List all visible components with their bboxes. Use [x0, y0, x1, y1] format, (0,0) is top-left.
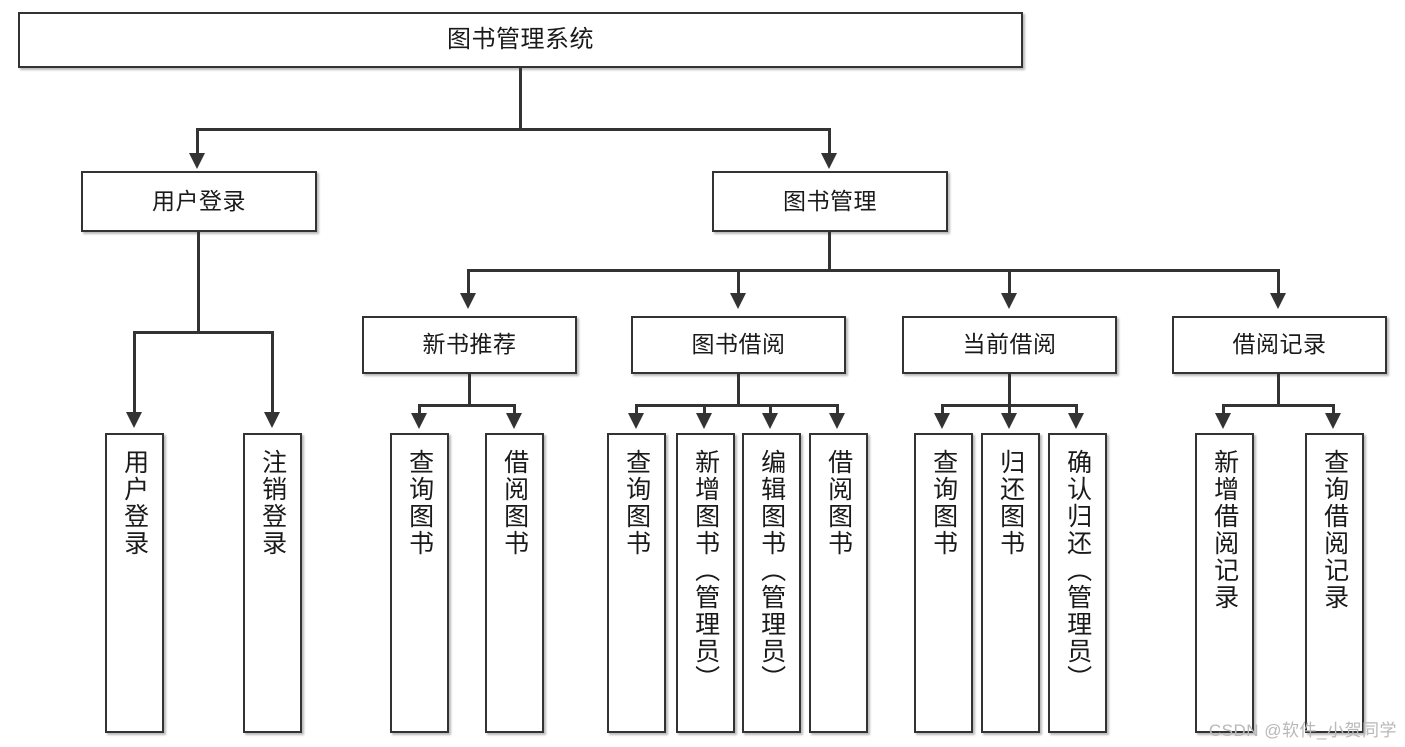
connector-to-book-borrow — [737, 269, 740, 296]
connector-book-borrow-child-2 — [769, 404, 772, 416]
node-label: 当前借阅 — [962, 331, 1057, 358]
arrow-book-borrow-child-2 — [762, 413, 778, 429]
leaf-user-login[interactable]: 用户登录 — [105, 433, 164, 733]
arrow-current-borrow-child-2 — [1068, 413, 1084, 429]
node-current-borrow[interactable]: 当前借阅 — [902, 316, 1117, 374]
arrow-borrow-record-child-1 — [1325, 413, 1341, 429]
arrow-to-book-management — [821, 153, 837, 169]
connector-to-book-management — [828, 128, 831, 156]
leaf-record-add-record[interactable]: 新增借阅记录 — [1195, 433, 1254, 733]
arrow-new-book-recommend-child-1 — [506, 413, 522, 429]
node-label: 查询图书 — [929, 449, 958, 557]
node-label: 新增图书（管理员） — [691, 449, 720, 692]
connector-new-book-recommend-child-0 — [418, 404, 421, 416]
arrow-to-new-book-recommend — [460, 293, 476, 309]
leaf-borrow-borrow-book[interactable]: 借阅图书 — [809, 433, 868, 733]
node-book-management[interactable]: 图书管理 — [712, 171, 948, 232]
arrow-user-login-child-1 — [264, 412, 280, 428]
node-book-borrow[interactable]: 图书借阅 — [631, 316, 846, 374]
node-root-book-management-system[interactable]: 图书管理系统 — [18, 12, 1023, 68]
node-label: 确认归还（管理员） — [1063, 449, 1092, 692]
connector-to-current-borrow — [1008, 269, 1011, 296]
connector-current-borrow-child-0 — [941, 404, 944, 416]
connector-user-login-child-0 — [133, 331, 136, 415]
node-label: 图书管理 — [783, 187, 877, 214]
leaf-recommend-borrow-book[interactable]: 借阅图书 — [485, 433, 544, 733]
node-user-login[interactable]: 用户登录 — [81, 171, 317, 232]
connector-to-new-book-recommend — [467, 269, 470, 296]
connector-borrow-record-child-1 — [1332, 404, 1335, 416]
node-label: 用户登录 — [120, 449, 149, 557]
node-label: 借阅记录 — [1232, 331, 1327, 358]
arrow-to-book-borrow — [730, 293, 746, 309]
node-label: 查询图书 — [622, 449, 651, 557]
leaf-borrow-query-book[interactable]: 查询图书 — [607, 433, 666, 733]
leaf-record-query-record[interactable]: 查询借阅记录 — [1305, 433, 1364, 733]
arrow-to-user-login — [189, 153, 205, 169]
leaf-current-return-book[interactable]: 归还图书 — [981, 433, 1040, 733]
arrow-to-current-borrow — [1001, 293, 1017, 309]
arrow-new-book-recommend-child-0 — [411, 413, 427, 429]
connector-book-borrow-child-3 — [836, 404, 839, 416]
node-label: 用户登录 — [152, 187, 246, 214]
node-label: 查询图书 — [405, 449, 434, 557]
arrow-book-borrow-child-3 — [829, 413, 845, 429]
node-label: 图书借阅 — [691, 331, 786, 358]
arrow-book-borrow-child-0 — [628, 413, 644, 429]
node-label: 借阅图书 — [824, 449, 853, 557]
connector-user-login-child-1 — [271, 331, 274, 415]
node-label: 图书管理系统 — [447, 25, 594, 53]
connector-to-user-login — [196, 128, 199, 156]
arrow-user-login-child-0 — [126, 412, 142, 428]
leaf-logout[interactable]: 注销登录 — [243, 433, 302, 733]
connector-to-borrow-record — [1277, 269, 1280, 296]
connector-level3-bus — [467, 269, 1279, 272]
node-label: 查询借阅记录 — [1320, 449, 1349, 611]
node-label: 编辑图书（管理员） — [757, 449, 786, 692]
leaf-current-confirm-return-admin[interactable]: 确认归还（管理员） — [1048, 433, 1107, 733]
arrow-borrow-record-child-0 — [1215, 413, 1231, 429]
connector-book-management-stem — [828, 232, 831, 272]
leaf-recommend-query-book[interactable]: 查询图书 — [390, 433, 449, 733]
connector-current-borrow-child-1 — [1008, 404, 1011, 416]
connector-new-book-recommend-stem — [468, 374, 471, 406]
connector-user-login-stem — [197, 232, 200, 334]
leaf-current-query-book[interactable]: 查询图书 — [914, 433, 973, 733]
arrow-to-borrow-record — [1270, 293, 1286, 309]
connector-book-borrow-stem — [737, 374, 740, 406]
arrow-current-borrow-child-1 — [1001, 413, 1017, 429]
connector-new-book-recommend-child-1 — [513, 404, 516, 416]
arrow-current-borrow-child-0 — [934, 413, 950, 429]
connector-book-borrow-child-0 — [635, 404, 638, 416]
node-label: 归还图书 — [996, 449, 1025, 557]
connector-root-stem — [519, 68, 522, 131]
connector-book-borrow-child-1 — [703, 404, 706, 416]
node-label: 新增借阅记录 — [1210, 449, 1239, 611]
connector-level2-bus — [196, 128, 831, 131]
node-new-book-recommend[interactable]: 新书推荐 — [362, 316, 577, 374]
connector-book-borrow-bus — [635, 404, 838, 407]
leaf-borrow-edit-book-admin[interactable]: 编辑图书（管理员） — [742, 433, 801, 733]
connector-current-borrow-stem — [1008, 374, 1011, 406]
connector-user-login-bus — [133, 331, 271, 334]
arrow-book-borrow-child-1 — [696, 413, 712, 429]
node-label: 借阅图书 — [500, 449, 529, 557]
connector-current-borrow-child-2 — [1075, 404, 1078, 416]
node-label: 新书推荐 — [422, 331, 517, 358]
connector-borrow-record-bus — [1222, 404, 1335, 407]
leaf-borrow-add-book-admin[interactable]: 新增图书（管理员） — [676, 433, 735, 733]
connector-new-book-recommend-bus — [418, 404, 516, 407]
connector-borrow-record-child-0 — [1222, 404, 1225, 416]
node-label: 注销登录 — [258, 449, 287, 557]
node-borrow-record[interactable]: 借阅记录 — [1172, 316, 1387, 374]
connector-borrow-record-stem — [1277, 374, 1280, 406]
